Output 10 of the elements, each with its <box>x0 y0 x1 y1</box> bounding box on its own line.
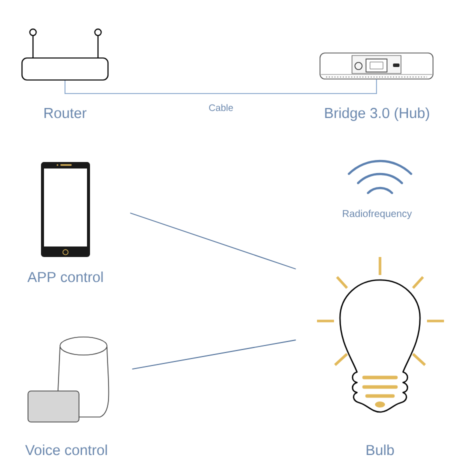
device-label: Bridge 3.0 (Hub) <box>325 108 430 121</box>
cable-line <box>64 78 377 94</box>
edge-label: Cable <box>209 104 233 112</box>
device-label: APP control <box>27 272 103 282</box>
device-label: Voice control <box>25 444 107 456</box>
connector-line <box>130 212 296 270</box>
device-label: Router <box>44 108 86 118</box>
annotation-text: Radiofrequency <box>342 210 412 220</box>
connector-line <box>132 340 296 370</box>
device-label: Bulb <box>366 444 394 456</box>
